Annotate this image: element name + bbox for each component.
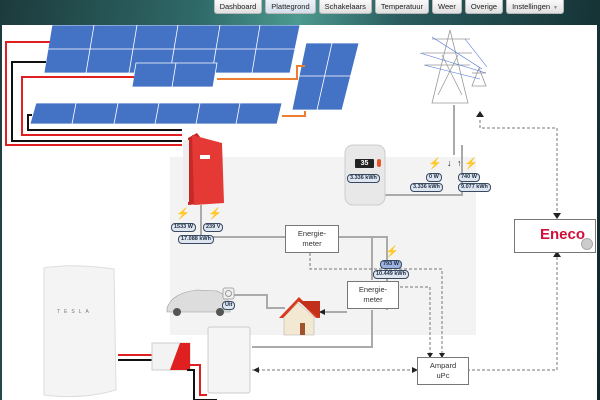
grid-import-energy-badge: 3.336 kWh (410, 183, 443, 192)
inverter-energy-badge: 17.088 kWh (178, 235, 214, 244)
main-nav: Dashboard Plattegrond Schakelaars Temper… (213, 0, 564, 14)
inverter-power-badge: 1533 W (171, 223, 196, 232)
ampard-upc-box[interactable]: Ampard uPc (417, 357, 469, 385)
grid-import-power-badge: 0 W (426, 173, 442, 182)
sma-inverter (183, 133, 224, 205)
top-bar: Dashboard Plattegrond Schakelaars Temper… (0, 0, 600, 16)
bolt-icon: ⚡ (176, 208, 190, 220)
pylon-large (422, 29, 472, 104)
arrow-up-icon: ↑ (457, 158, 462, 168)
grid-export-energy-badge: 9.077 kWh (458, 183, 491, 192)
meter-total-badge: 3.336 kWh (347, 174, 380, 183)
nav-dashboard[interactable]: Dashboard (213, 0, 263, 14)
nav-instellingen[interactable]: Instellingen▼ (506, 0, 564, 14)
eneco-box[interactable]: Eneco (514, 219, 596, 253)
settings-gear-icon[interactable] (581, 238, 593, 250)
tesla-brand: TESLA (57, 309, 93, 315)
nav-plattegrond[interactable]: Plattegrond (265, 0, 316, 14)
house (279, 297, 320, 336)
power-socket (222, 287, 235, 300)
grid-export-power-badge: 740 W (458, 173, 480, 182)
car (166, 289, 231, 316)
floorplan-canvas: ⚡ ⚡ 1533 W 239 V 17.088 kWh 35 3.336 kWh… (2, 25, 597, 400)
house-energy-badge: 10.449 kWh (373, 270, 409, 279)
inverter-voltage-badge: 239 V (203, 223, 224, 232)
energy-meter-box-1[interactable]: Energie- meter (285, 225, 339, 253)
bolt-icon: ⚡ (428, 158, 442, 170)
diagram-wiring (5, 25, 561, 400)
tesla-powerwall (43, 265, 117, 398)
nav-schakelaars[interactable]: Schakelaars (318, 0, 372, 14)
energy-meter-box-2[interactable]: Energie- meter (347, 281, 399, 309)
solar-array-right (291, 42, 360, 111)
pylon-small (471, 66, 487, 87)
nav-temperatuur[interactable]: Temperatuur (374, 0, 430, 14)
bolt-icon: ⚡ (464, 158, 478, 170)
house-power-badge: 793 W (380, 260, 402, 269)
solar-array-middle (131, 62, 218, 88)
chevron-down-icon: ▼ (553, 5, 558, 11)
socket-state-badge[interactable]: Uit (222, 301, 236, 310)
solar-array-bottom (29, 102, 283, 125)
eneco-logo: Eneco (540, 226, 586, 243)
nav-overige[interactable]: Overige (464, 0, 504, 14)
arrow-down-icon: ↓ (447, 158, 452, 168)
bolt-icon: ⚡ (208, 208, 222, 220)
solaredge-inverter (207, 326, 251, 394)
meter-display: 35 (355, 159, 374, 168)
bolt-icon: ⚡ (385, 246, 399, 258)
nav-instellingen-label: Instellingen (512, 2, 551, 11)
nav-weer[interactable]: Weer (432, 0, 462, 14)
